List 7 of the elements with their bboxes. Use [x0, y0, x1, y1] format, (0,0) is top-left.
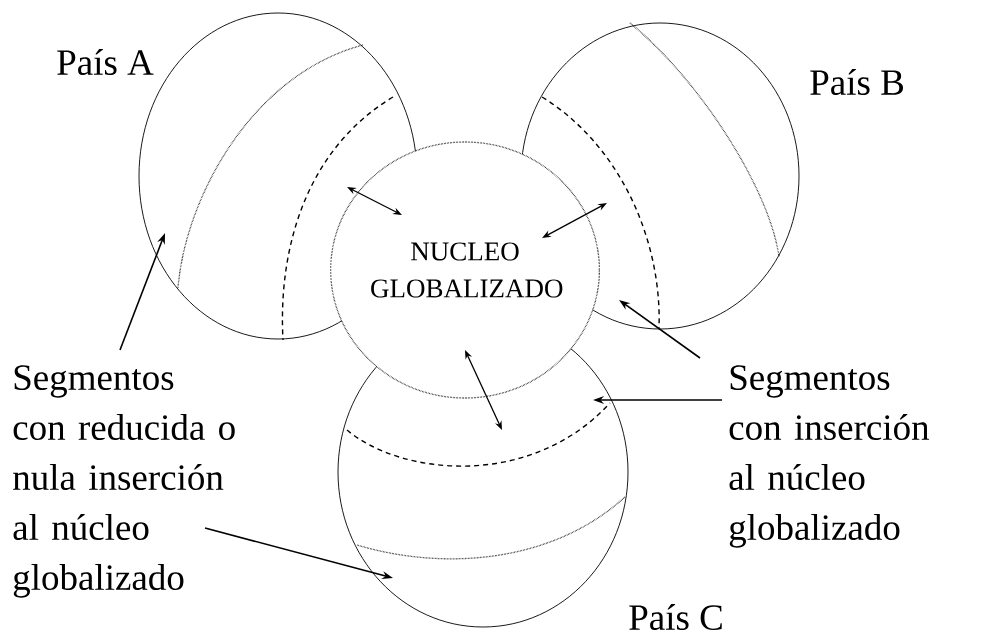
double-arrow — [542, 203, 607, 238]
callout-text: Segmentos con reducida o nula inserción al núcleo globalizado — [13, 365, 235, 598]
country-label: País A — [57, 48, 154, 76]
country-label: País C — [629, 603, 722, 631]
country-label: País B — [810, 68, 903, 96]
double-arrow — [347, 187, 402, 215]
callout-text: Segmentos con inserción al núcleo globalizado — [729, 365, 930, 548]
